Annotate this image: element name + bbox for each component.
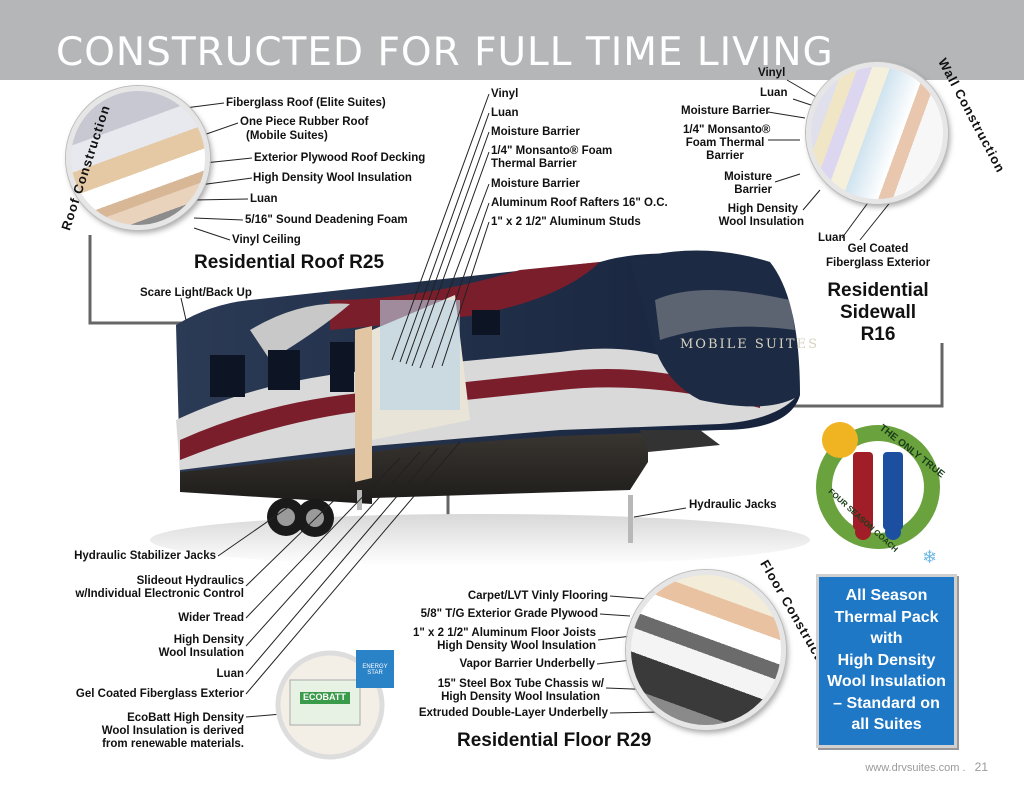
wall-layer-high-density: High Density [727, 203, 798, 215]
roof-rating: Residential Roof R25 [194, 252, 385, 273]
wall-layer-wool: Wool Insulation [718, 216, 804, 228]
callout-text: All Season Thermal Pack with High Densit… [819, 585, 954, 736]
footer: www.drvsuites.com . 21 [865, 760, 988, 774]
floor-cross-section [626, 570, 786, 730]
left-slideout: Slideout Hydraulics [136, 575, 244, 587]
roof-connector [88, 235, 188, 325]
left-leaders [217, 441, 461, 718]
wall-cross-section [806, 62, 948, 204]
roof-layer-ceiling: Vinyl Ceiling [232, 234, 301, 246]
floor-layer-vapor: Vapor Barrier Underbelly [459, 658, 596, 670]
callout-line-1: All Season [845, 587, 928, 604]
wall-layer-luan-2: Luan [818, 232, 846, 244]
floor-layer-chassis: 15" Steel Box Tube Chassis w/ [437, 678, 604, 690]
hydraulic-jacks-label: Hydraulic Jacks [689, 499, 777, 511]
footer-url[interactable]: www.drvsuites.com [865, 762, 960, 774]
callout-line-3: with [870, 630, 903, 647]
svg-text:❄: ❄ [922, 547, 937, 568]
all-season-callout: All Season Thermal Pack with High Densit… [816, 574, 957, 748]
four-season-badge: ❄ [816, 422, 940, 568]
middle-leaders [391, 93, 490, 369]
ecobatt-brand: ECOBATT [303, 692, 346, 702]
roof-layer-rubber-note: (Mobile Suites) [246, 130, 328, 142]
mid-moisture-2: Moisture Barrier [491, 178, 580, 190]
left-stabilizer: Hydraulic Stabilizer Jacks [74, 550, 216, 562]
wall-rating-2: Sidewall [839, 302, 917, 323]
floor-layer-carpet: Carpet/LVT Vinly Flooring [467, 590, 608, 602]
left-wider-tread: Wider Tread [178, 612, 244, 624]
page-number: 21 [974, 760, 988, 774]
roof-cross-section [66, 86, 210, 230]
floor-rating: Residential Floor R29 [457, 730, 652, 751]
mid-foam: 1/4" Monsanto® Foam [491, 145, 613, 157]
floor-layer-joists: 1" x 2 1/2" Aluminum Floor Joists [412, 627, 596, 639]
roof-layer-luan: Luan [250, 193, 278, 205]
left-ecobatt-1: EcoBatt High Density [127, 712, 244, 724]
left-high-density: High Density [173, 634, 244, 646]
ecobatt-photo [275, 650, 394, 760]
mid-luan: Luan [491, 107, 519, 119]
mid-vinyl: Vinyl [491, 88, 519, 100]
mid-moisture-1: Moisture Barrier [491, 126, 580, 138]
callout-line-5: Wool Insulation [827, 673, 946, 690]
wall-layer-luan: Luan [760, 87, 788, 99]
wall-layer-foam-thermal: Foam Thermal [685, 137, 765, 149]
roof-layer-foam: 5/16" Sound Deadening Foam [245, 214, 408, 226]
wall-layer-monsanto: 1/4" Monsanto® [683, 124, 771, 136]
roof-layer-fiberglass: Fiberglass Roof (Elite Suites) [226, 97, 386, 109]
left-wool: Wool Insulation [158, 647, 244, 659]
coach-illustration [176, 250, 800, 543]
callout-line-6: – Standard on [833, 694, 940, 712]
roof-layer-rubber: One Piece Rubber Roof [240, 116, 369, 128]
callout-line-2: Thermal Pack [834, 608, 939, 626]
scare-light-label: Scare Light/Back Up [140, 287, 252, 299]
roof-layer-wool: High Density Wool Insulation [253, 172, 412, 184]
wall-rating-3: R16 [860, 324, 896, 345]
wall-rating-1: Residential [827, 280, 929, 301]
energy-star-badge: ENERGY STAR [362, 664, 388, 676]
wall-layer-moisture-1: Moisture Barrier [681, 105, 770, 117]
left-slideout-2: w/Individual Electronic Control [75, 588, 244, 600]
callout-line-4: High Density [837, 651, 936, 669]
wall-layer-vinyl: Vinyl [758, 67, 786, 79]
left-gel-coated: Gel Coated Fiberglass Exterior [75, 688, 244, 700]
roof-layer-plywood: Exterior Plywood Roof Decking [254, 152, 426, 164]
footer-sep: . [962, 762, 966, 774]
floor-layer-chassis-wool: High Density Wool Insulation [441, 691, 600, 703]
left-luan: Luan [216, 668, 244, 680]
page-title: CONSTRUCTED FOR FULL TIME LIVING [56, 30, 834, 75]
mid-rafters: Aluminum Roof Rafters 16" O.C. [491, 197, 668, 209]
floor-layer-plywood: 5/8" T/G Exterior Grade Plywood [420, 608, 598, 620]
mid-thermal: Thermal Barrier [491, 158, 577, 170]
title-banner: CONSTRUCTED FOR FULL TIME LIVING [0, 0, 1024, 80]
floor-layer-wool: High Density Wool Insulation [437, 640, 596, 652]
wall-layer-gel: Gel Coated [847, 243, 909, 255]
wall-layer-fiberglass: Fiberglass Exterior [826, 257, 931, 269]
wall-layer-moisture-2: Moisture [724, 171, 772, 183]
left-ecobatt-3: from renewable materials. [102, 738, 244, 750]
wall-layer-barrier: Barrier [706, 150, 744, 162]
callout-line-7: all Suites [851, 716, 922, 733]
wall-layer-barrier-2: Barrier [734, 184, 772, 196]
ground-shadow [150, 514, 810, 566]
left-ecobatt-2: Wool Insulation is derived [101, 725, 244, 737]
mid-studs: 1" x 2 1/2" Aluminum Studs [491, 216, 641, 228]
coach-brand: MOBILE SUITES [680, 337, 819, 352]
floor-layer-underbelly: Extruded Double-Layer Underbelly [418, 707, 608, 719]
